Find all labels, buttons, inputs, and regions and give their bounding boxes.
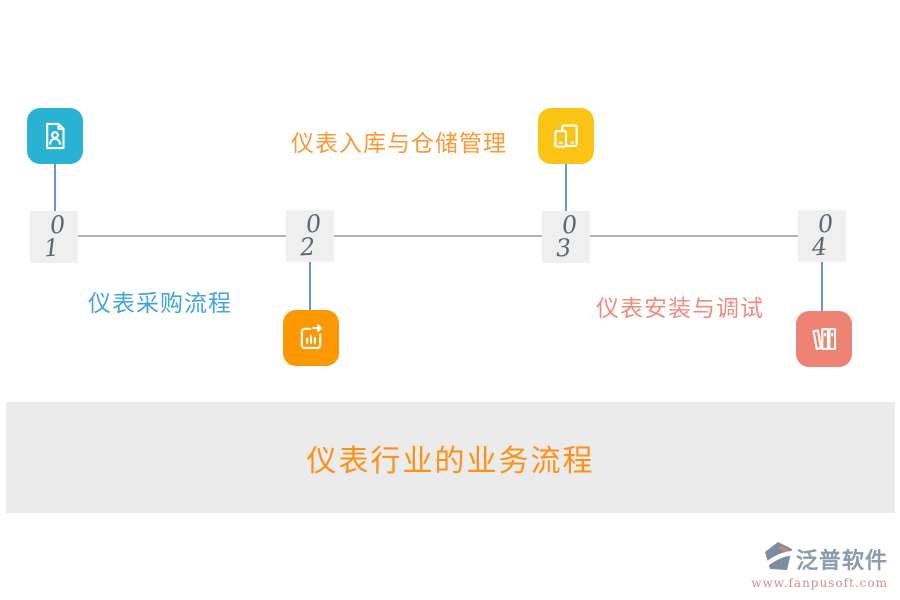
- step2-number-bottom: 2: [299, 232, 317, 262]
- devices-icon: [538, 108, 594, 164]
- step4-label: 仪表安装与调试: [596, 296, 764, 322]
- step4-number-box: 0 4: [798, 209, 846, 262]
- brand-url: www.fanpusoft.com: [751, 576, 888, 590]
- connector-step1: [54, 164, 56, 212]
- step4-number-bottom: 4: [811, 232, 829, 262]
- footer-logo: 泛普软件 www.fanpusoft.com: [751, 540, 888, 590]
- books-icon: [796, 311, 852, 367]
- title-panel: 仪表行业的业务流程: [6, 402, 895, 513]
- connector-step3: [565, 164, 567, 211]
- connector-step4: [821, 262, 823, 312]
- step2-label: 仪表入库与仓储管理: [291, 131, 507, 157]
- step2-number-box: 0 2: [286, 209, 334, 262]
- connector-step2: [309, 262, 311, 310]
- page-title: 仪表行业的业务流程: [306, 443, 595, 479]
- brand-name: 泛普软件: [795, 548, 888, 574]
- document-person-icon: [27, 108, 83, 164]
- step1-number-bottom: 1: [43, 233, 61, 263]
- step1-label: 仪表采购流程: [88, 291, 232, 317]
- fanpu-logo-icon: [760, 540, 795, 578]
- step3-number-bottom: 3: [555, 233, 573, 263]
- timeline-line: [54, 235, 822, 237]
- step3-number-box: 0 3: [542, 210, 590, 263]
- step1-number-box: 0 1: [30, 210, 78, 263]
- chart-export-icon: [283, 310, 339, 366]
